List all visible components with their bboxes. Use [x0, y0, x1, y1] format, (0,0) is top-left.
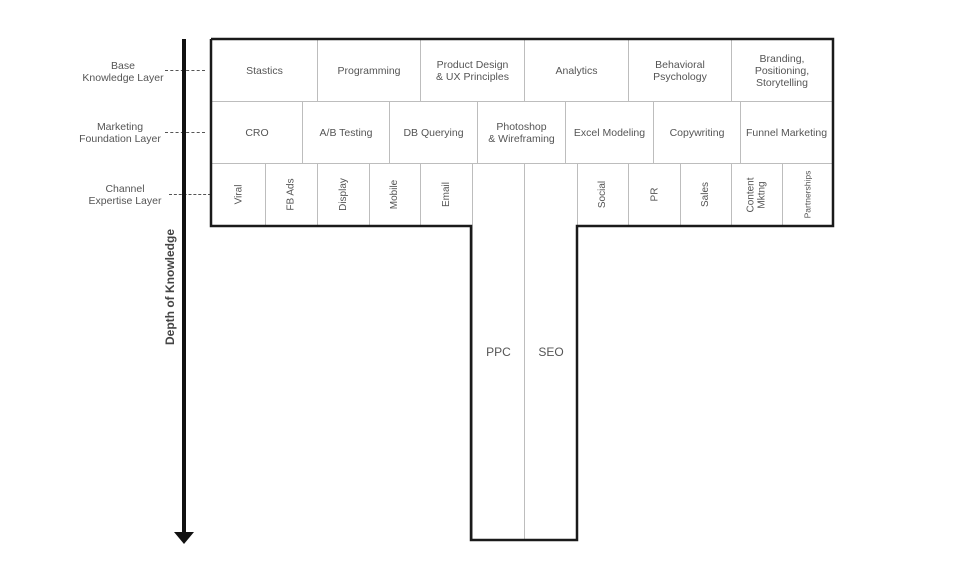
cell-text: Social — [597, 180, 609, 209]
cell-text: Product Design — [436, 58, 509, 71]
cell-seo: SEO — [524, 163, 578, 540]
cell-text: & UX Principles — [436, 70, 509, 83]
cell-analytics: Analytics — [524, 39, 629, 102]
cell-partnerships: Partnerships — [782, 163, 833, 226]
cell-programming: Programming — [317, 39, 421, 102]
cell-text: Copywriting — [669, 126, 725, 139]
cell-social: Social — [577, 163, 629, 226]
cell-text: PR — [649, 187, 660, 202]
cell-text: CRO — [245, 126, 269, 139]
cell-text: FB Ads — [286, 178, 297, 211]
arrow-down-icon — [174, 532, 194, 544]
cell-text: Mktng — [757, 180, 768, 209]
label-line: Expertise Layer — [88, 195, 162, 207]
cell-ppc: PPC — [472, 163, 525, 540]
cell-text: Display — [337, 178, 349, 211]
cell-text: Mobile — [389, 179, 401, 210]
cell-text: Branding, — [759, 52, 805, 65]
cell-ab-testing: A/B Testing — [302, 101, 390, 164]
cell-fb-ads: FB Ads — [265, 163, 318, 226]
layer-label-foundation: Marketing Foundation Layer — [65, 121, 175, 145]
cell-copywriting: Copywriting — [653, 101, 741, 164]
cell-statistics: Stastics — [211, 39, 318, 102]
cell-text: Stastics — [246, 64, 283, 77]
cell-text: Programming — [337, 64, 401, 77]
cell-text: Psychology — [653, 70, 707, 83]
cell-text: Email — [440, 181, 452, 208]
cell-text: Content — [746, 176, 757, 213]
cell-pr: PR — [628, 163, 681, 226]
cell-text: Behavioral — [655, 58, 705, 71]
label-line: Knowledge Layer — [82, 72, 164, 84]
layer-dash-channel — [169, 194, 211, 195]
depth-axis-line — [182, 39, 186, 534]
label-line: Base — [111, 60, 135, 72]
label-line: Foundation Layer — [79, 133, 161, 145]
cell-viral: Viral — [211, 163, 266, 226]
label-line: Marketing — [96, 121, 144, 133]
cell-display: Display — [317, 163, 370, 226]
cell-mobile: Mobile — [369, 163, 421, 226]
cell-text: & Wireframing — [488, 132, 555, 145]
cell-text: Viral — [232, 184, 244, 205]
cell-product-design: Product Design& UX Principles — [420, 39, 525, 102]
layer-label-channel: Channel Expertise Layer — [70, 183, 180, 207]
cell-funnel-marketing: Funnel Marketing — [740, 101, 833, 164]
cell-branding: Branding,Positioning,Storytelling — [731, 39, 833, 102]
cell-text: Partnerships — [802, 170, 812, 219]
cell-text: SEO — [538, 344, 564, 359]
label-line: Channel — [105, 183, 145, 195]
cell-text: PPC — [486, 344, 511, 359]
cell-text: Excel Modeling — [573, 126, 646, 139]
cell-sales: Sales — [680, 163, 732, 226]
cell-text: A/B Testing — [319, 126, 373, 139]
cell-text: Sales — [700, 181, 712, 208]
cell-email: Email — [420, 163, 473, 226]
cell-text: Photoshop — [496, 120, 547, 133]
cell-text: Positioning, — [754, 64, 810, 77]
axis-title: Depth of Knowledge — [163, 229, 177, 345]
cell-cro: CRO — [211, 101, 303, 164]
cell-text: DB Querying — [403, 126, 464, 139]
layer-label-base: Base Knowledge Layer — [68, 60, 178, 84]
cell-photoshop: Photoshop& Wireframing — [477, 101, 566, 164]
cell-text: Storytelling — [756, 76, 808, 89]
cell-text: Funnel Marketing — [745, 126, 828, 139]
cell-text: Analytics — [555, 64, 598, 77]
cell-db-querying: DB Querying — [389, 101, 478, 164]
cell-excel-modeling: Excel Modeling — [565, 101, 654, 164]
